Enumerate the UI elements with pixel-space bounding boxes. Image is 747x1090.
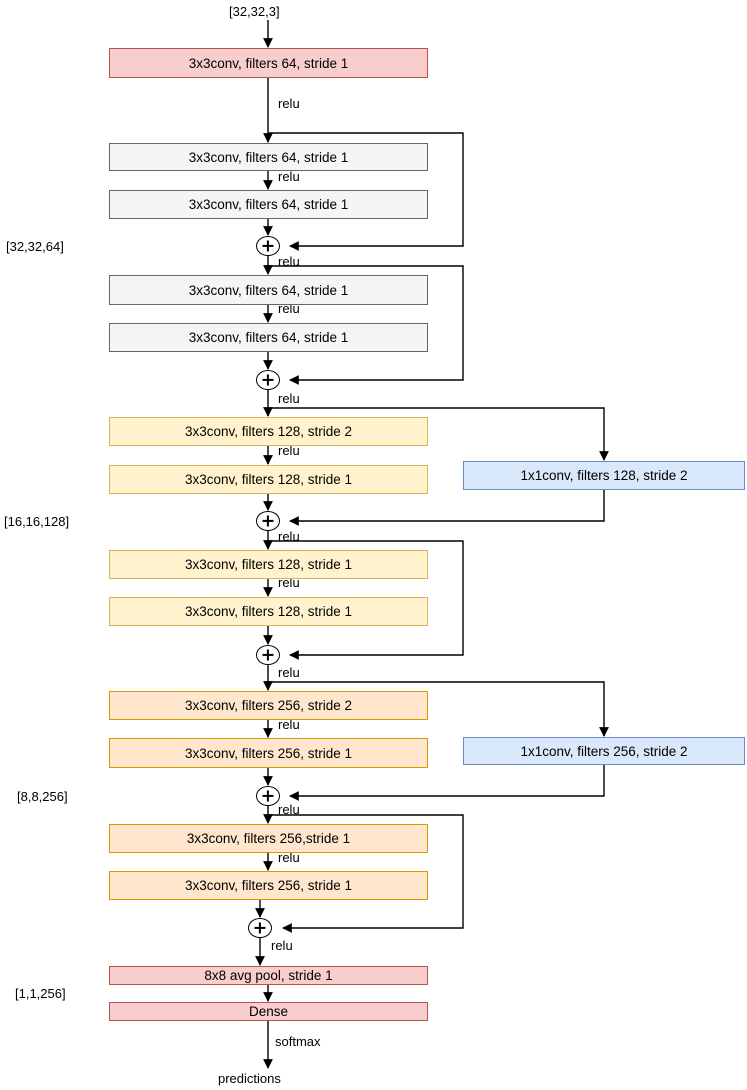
relu-label: relu: [278, 802, 300, 817]
skip-stage2-block2: [268, 540, 464, 660]
pool-shape-label: [1,1,256]: [15, 986, 66, 1001]
add-node: [248, 918, 272, 938]
relu-label: relu: [278, 529, 300, 544]
stage3-block1-conv-b: 3x3conv, filters 256, stride 1: [109, 738, 428, 768]
relu-label: relu: [278, 254, 300, 269]
relu-label: relu: [278, 96, 300, 111]
relu-label: relu: [278, 169, 300, 184]
skip-stage1-block2: [268, 265, 464, 385]
add-node: [256, 236, 280, 256]
input-conv-block: 3x3conv, filters 64, stride 1: [109, 48, 428, 78]
stage3-block1-conv-a: 3x3conv, filters 256, stride 2: [109, 691, 428, 720]
stage1-block1-conv-b: 3x3conv, filters 64, stride 1: [109, 190, 428, 219]
relu-label: relu: [278, 665, 300, 680]
relu-label: relu: [278, 850, 300, 865]
shortcut-out-stage3: [289, 765, 605, 801]
stage1-block2-conv-a: 3x3conv, filters 64, stride 1: [109, 275, 428, 305]
add-node: [256, 786, 280, 806]
stage1-block1-conv-a: 3x3conv, filters 64, stride 1: [109, 143, 428, 171]
softmax-label: softmax: [275, 1034, 321, 1049]
stage1-block2-conv-b: 3x3conv, filters 64, stride 1: [109, 323, 428, 352]
relu-label: relu: [278, 391, 300, 406]
stage2-shortcut-conv: 1x1conv, filters 128, stride 2: [463, 461, 745, 490]
skip-stage3-block2: [268, 814, 464, 933]
stage3-block2-conv-a: 3x3conv, filters 256,stride 1: [109, 824, 428, 853]
stage2-shape-label: [16,16,128]: [4, 514, 70, 529]
stage2-block1-conv-b: 3x3conv, filters 128, stride 1: [109, 465, 428, 494]
stage2-block2-conv-b: 3x3conv, filters 128, stride 1: [109, 597, 428, 626]
stage3-shortcut-conv: 1x1conv, filters 256, stride 2: [463, 737, 745, 765]
skip-stage2-block1: [268, 407, 609, 461]
stage3-block2-conv-b: 3x3conv, filters 256, stride 1: [109, 871, 428, 900]
relu-label: relu: [278, 443, 300, 458]
stage2-block2-conv-a: 3x3conv, filters 128, stride 1: [109, 550, 428, 579]
stage1-shape-label: [32,32,64]: [6, 239, 64, 254]
skip-stage1-block1: [268, 132, 464, 251]
output-label: predictions: [218, 1071, 281, 1086]
skip-stage3-block1: [268, 681, 609, 737]
relu-label: relu: [278, 717, 300, 732]
stage3-shape-label: [8,8,256]: [17, 789, 68, 804]
add-node: [256, 370, 280, 390]
relu-label: relu: [271, 938, 293, 953]
add-node: [256, 645, 280, 665]
input-shape-label: [32,32,3]: [229, 4, 280, 19]
shortcut-out-stage2: [289, 490, 605, 526]
dense-block: Dense: [109, 1002, 428, 1021]
avg-pool-block: 8x8 avg pool, stride 1: [109, 966, 428, 985]
stage2-block1-conv-a: 3x3conv, filters 128, stride 2: [109, 417, 428, 446]
add-node: [256, 511, 280, 531]
